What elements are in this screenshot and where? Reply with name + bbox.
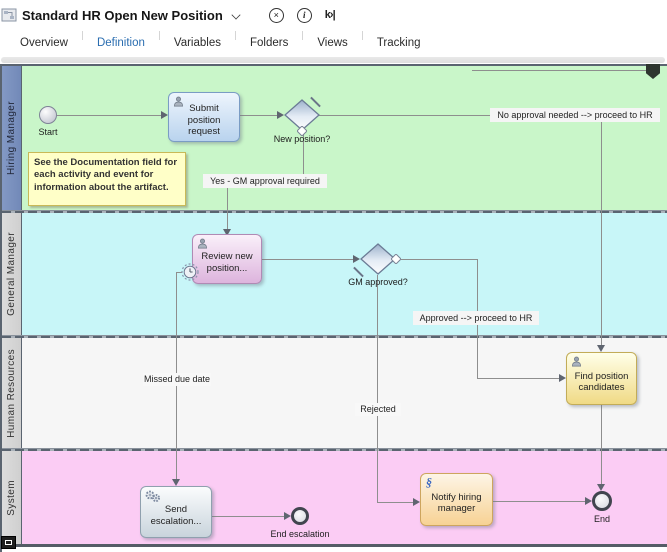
task-submit-position-request[interactable]: Submit position request <box>168 92 240 142</box>
tab-separator <box>302 31 304 40</box>
lane-divider[interactable] <box>2 448 667 451</box>
flow-label-yes-gm[interactable]: Yes - GM approval required <box>203 174 327 188</box>
lane-general-manager: General Manager <box>2 213 667 335</box>
lane-header-general-manager[interactable]: General Manager <box>2 213 22 335</box>
process-diagram-icon <box>1 8 17 22</box>
pool-bottom-border <box>2 544 667 547</box>
task-review-new-position[interactable]: Review new position... <box>192 234 262 284</box>
arrowhead-icon <box>413 498 420 506</box>
tab-folders[interactable]: Folders <box>249 37 289 49</box>
end-escalation-event[interactable] <box>291 507 309 525</box>
arrowhead-icon <box>161 111 168 119</box>
end-event-label: End <box>593 514 610 524</box>
lane-system: System <box>2 451 667 544</box>
tab-separator <box>361 31 363 40</box>
tab-tracking[interactable]: Tracking <box>376 37 421 49</box>
bpmn-diagram: Hiring Manager General Manager Human Res… <box>0 64 667 552</box>
tab-views[interactable]: Views <box>317 37 348 49</box>
scroll-corner-button[interactable] <box>1 536 16 549</box>
lane-human-resources: Human Resources <box>2 338 667 448</box>
arrowhead-icon <box>223 229 231 236</box>
person-icon <box>572 356 581 367</box>
tab-overview[interactable]: Overview <box>20 37 68 49</box>
lane-divider[interactable] <box>2 335 667 338</box>
start-event-label: Start <box>38 127 58 137</box>
person-icon <box>198 238 207 249</box>
page-title: Standard HR Open New Position <box>22 7 223 23</box>
flow-label-approved[interactable]: Approved --> proceed to HR <box>413 311 539 325</box>
tab-definition[interactable]: Definition <box>96 37 145 49</box>
tab-bar: Overview Definition Variables Folders Vi… <box>0 30 667 56</box>
chevron-down-icon[interactable] <box>232 9 241 18</box>
tab-separator <box>81 31 83 40</box>
info-circle-icon[interactable]: i <box>296 7 312 23</box>
start-event[interactable] <box>39 106 57 124</box>
gateway-gm-approved-label: GM approved? <box>348 277 408 287</box>
lane-header-hiring-manager[interactable]: Hiring Manager <box>2 66 22 210</box>
service-icon: § <box>426 475 432 489</box>
arrowhead-icon <box>172 479 180 486</box>
titlebar: Standard HR Open New Position × i k›| <box>0 0 667 30</box>
arrowhead-icon <box>284 512 291 520</box>
lane-header-human-resources[interactable]: Human Resources <box>2 338 22 448</box>
flow-label-rejected[interactable]: Rejected <box>355 403 401 416</box>
horizontal-scrollbar[interactable] <box>0 56 667 64</box>
arrowhead-icon <box>559 374 566 382</box>
timer-boundary-event-icon[interactable] <box>181 263 199 281</box>
end-event[interactable] <box>592 491 612 511</box>
tab-variables[interactable]: Variables <box>173 37 221 49</box>
arrowhead-icon <box>277 111 284 119</box>
task-send-escalation[interactable]: Send escalation... <box>140 486 212 538</box>
arrowhead-icon <box>353 255 360 263</box>
lane-divider[interactable] <box>2 210 667 213</box>
flow-label-missed-due-date[interactable]: Missed due date <box>143 373 211 386</box>
gears-icon <box>145 490 160 502</box>
tab-separator <box>158 31 160 40</box>
arrowhead-icon <box>597 484 605 491</box>
arrowhead-icon <box>597 345 605 352</box>
flow-label-no-approval[interactable]: No approval needed --> proceed to HR <box>490 108 660 122</box>
task-find-position-candidates[interactable]: Find position candidates <box>566 352 637 405</box>
task-notify-hiring-manager[interactable]: § Notify hiring manager <box>420 473 493 526</box>
tab-separator <box>234 31 236 40</box>
pool-collapse-handle-icon[interactable] <box>646 64 660 79</box>
end-escalation-label: End escalation <box>270 529 330 539</box>
close-circle-icon[interactable]: × <box>268 7 284 23</box>
lane-header-system[interactable]: System <box>2 451 22 544</box>
collapse-panel-icon[interactable]: k›| <box>324 9 336 21</box>
connection-point-icon <box>297 126 307 136</box>
arrowhead-icon <box>585 497 592 505</box>
gateway-new-position-label: New position? <box>273 134 331 144</box>
gateway-gm-approved[interactable] <box>360 243 396 275</box>
connection-point-icon <box>391 254 401 264</box>
person-icon <box>174 96 183 107</box>
documentation-note[interactable]: See the Documentation field for each act… <box>28 152 186 206</box>
